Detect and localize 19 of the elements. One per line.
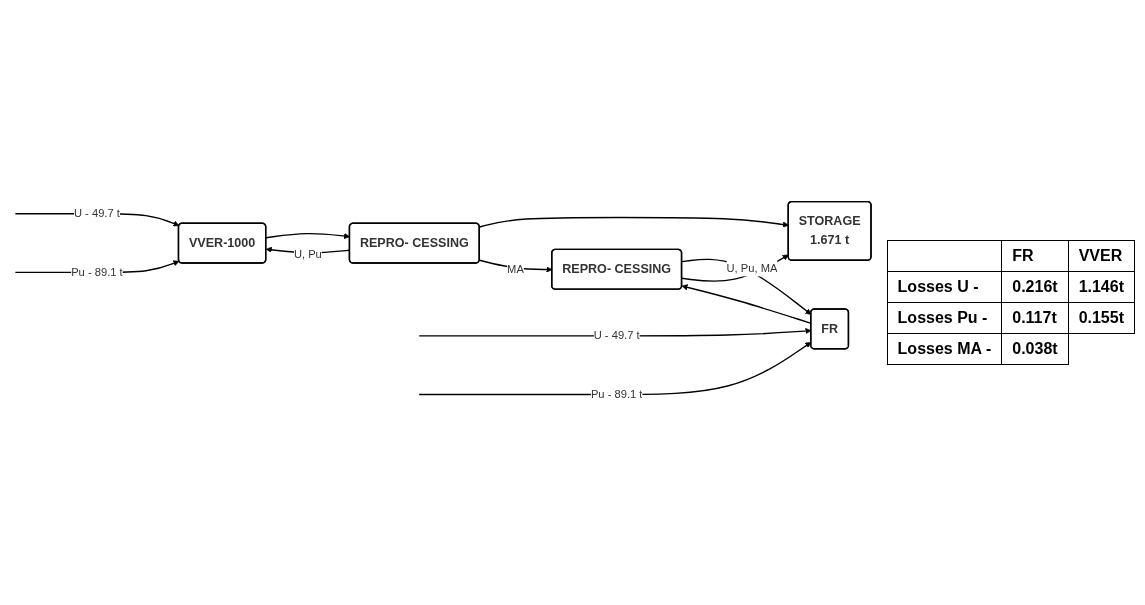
table-cell: 0.155t [1068,302,1135,334]
table-cell: 1.146t [1068,271,1135,303]
table-cell: Losses Pu - [887,302,1002,334]
table-cell: 0.216t [1001,271,1069,303]
table-cell: 0.117t [1001,302,1069,334]
table-cell: 0.038t [1001,333,1069,365]
edge-label: U - 49.7 t [73,207,120,220]
edge-label: MA [507,263,524,276]
edge-label: Pu - 89.1 t [590,388,643,401]
table-cell: Losses MA - [887,333,1002,365]
edge-label: Pu - 89.1 t [71,266,123,279]
table-cell: VVER [1068,240,1135,272]
arrow [681,258,812,316]
edge-label: U - 49.7 t [593,329,640,342]
table-cell: FR [1001,240,1069,272]
arrow [478,217,789,228]
table-cell: Losses U - [887,271,1002,303]
edge-label: U, Pu, MA [726,262,778,275]
edge-label: U, Pu [293,248,322,261]
